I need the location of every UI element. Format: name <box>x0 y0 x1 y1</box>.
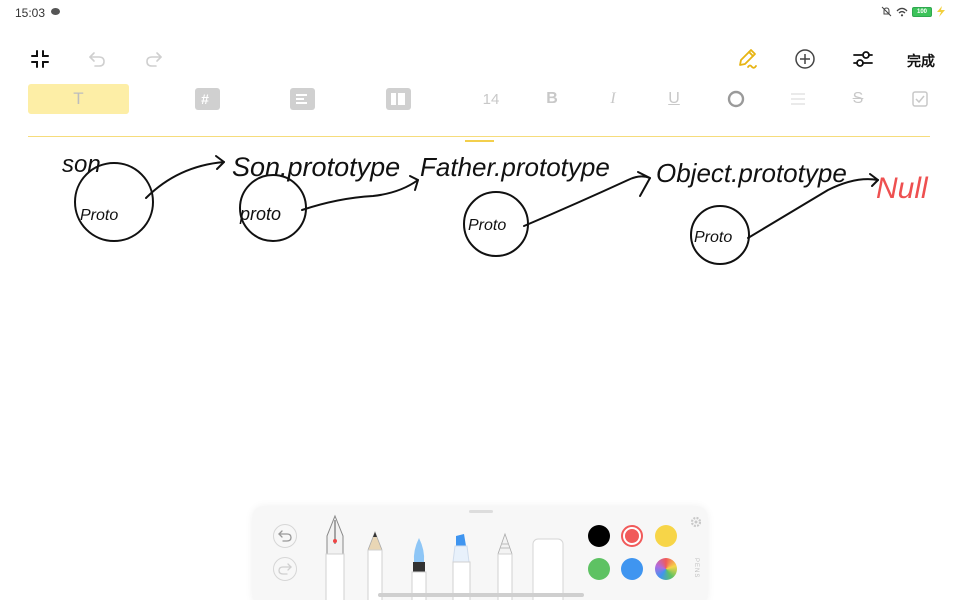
exit-fullscreen-button[interactable] <box>25 44 55 74</box>
pen-panel: PENS <box>252 506 708 600</box>
color-red-dot <box>625 529 639 543</box>
drawing-canvas[interactable]: son Proto Son.prototype proto Father.pro… <box>28 138 930 478</box>
handwriting-layer: son Proto Son.prototype proto Father.pro… <box>62 151 929 265</box>
settings-icon <box>853 51 873 67</box>
panel-settings-icon[interactable] <box>690 516 702 528</box>
settings-button[interactable] <box>848 44 878 74</box>
note-son-prototype: Son.prototype <box>232 152 400 182</box>
son-proto-circle <box>74 162 154 242</box>
panel-side-label: PENS <box>693 558 699 579</box>
color-black-swatch[interactable] <box>588 525 610 547</box>
pencil-tool[interactable] <box>364 530 386 600</box>
svg-text:#: # <box>201 91 209 107</box>
format-bar-divider <box>28 136 930 137</box>
home-indicator[interactable] <box>378 593 584 597</box>
bold-label: B <box>546 90 558 107</box>
hashtag-icon: # <box>195 88 220 110</box>
highlighter-tool[interactable] <box>450 532 474 600</box>
arrow-father-to-object <box>523 175 651 227</box>
hashtag-button[interactable]: # <box>193 84 223 114</box>
list-button[interactable] <box>288 84 318 114</box>
note-son-prototype-proto: proto <box>239 204 281 224</box>
undo-icon <box>89 52 105 67</box>
color-circle-icon <box>727 90 745 108</box>
color-picker-wheel[interactable] <box>655 558 677 580</box>
note-father-prototype: Father.prototype <box>420 152 610 182</box>
list-icon <box>290 88 315 110</box>
checkbox-icon <box>912 91 928 107</box>
ballpoint-tool[interactable] <box>494 532 516 600</box>
note-son-proto: Proto <box>80 207 118 224</box>
note-object-prototype: Object.prototype <box>656 158 847 188</box>
exit-fullscreen-icon <box>31 50 49 68</box>
undo-icon <box>278 530 292 542</box>
note-object-prototype-proto: Proto <box>694 229 732 246</box>
note-null: Null <box>876 172 929 205</box>
format-bar-indicator <box>465 140 494 142</box>
status-icons: 100 <box>881 6 946 17</box>
arrow-head-2 <box>409 175 419 191</box>
color-blue-swatch[interactable] <box>621 558 643 580</box>
arrow-son-to-son-prototype <box>145 161 225 199</box>
redo-button[interactable] <box>139 44 169 74</box>
template-button[interactable] <box>384 84 414 114</box>
text-mode-button[interactable]: T <box>28 84 129 114</box>
eraser-tool[interactable] <box>532 538 564 600</box>
pen-mode-button[interactable] <box>733 44 763 74</box>
battery-level: 100 <box>916 8 927 15</box>
wifi-icon <box>896 7 908 16</box>
color-green-swatch[interactable] <box>588 558 610 580</box>
checkbox-button[interactable] <box>908 84 932 114</box>
bold-button[interactable]: B <box>540 84 564 114</box>
status-time: 15:03 <box>15 6 46 20</box>
charging-icon <box>937 6 945 17</box>
add-icon <box>795 49 815 69</box>
battery-icon: 100 <box>912 6 932 17</box>
object-prototype-proto-circle <box>690 205 750 265</box>
redo-icon <box>146 52 162 67</box>
align-icon <box>791 93 805 105</box>
status-bar: 15:03 100 <box>0 0 960 26</box>
italic-button[interactable]: I <box>601 84 625 114</box>
color-yellow-swatch[interactable] <box>655 525 677 547</box>
strikethrough-button[interactable]: S <box>846 84 870 114</box>
panel-undo-button[interactable] <box>273 524 297 548</box>
done-button[interactable]: 完成 <box>907 53 935 69</box>
underline-button[interactable]: U <box>662 84 686 114</box>
font-size-button[interactable]: 14 <box>478 84 504 114</box>
template-icon <box>386 88 411 110</box>
arrow-object-to-null <box>747 178 879 239</box>
note-son: son <box>62 151 101 178</box>
arrow-head-1 <box>215 155 225 170</box>
message-icon <box>51 8 60 15</box>
pen-mode-icon <box>739 49 757 69</box>
font-size-value: 14 <box>482 90 500 108</box>
text-color-button[interactable] <box>724 84 748 114</box>
panel-redo-button[interactable] <box>273 557 297 581</box>
note-father-prototype-proto: Proto <box>468 217 506 234</box>
color-red-swatch-selected[interactable] <box>621 525 643 547</box>
align-button[interactable] <box>786 84 810 114</box>
text-mode-label: T <box>73 89 84 108</box>
brush-tool[interactable] <box>408 536 430 600</box>
format-bar: T # 14 B I U S <box>0 84 960 116</box>
redo-icon <box>278 563 292 575</box>
mute-icon <box>881 6 892 17</box>
undo-button[interactable] <box>82 44 112 74</box>
add-button[interactable] <box>790 44 820 74</box>
panel-grab-handle[interactable] <box>469 510 493 513</box>
arrow-son-prototype-to-father <box>301 179 419 211</box>
underline-label: U <box>668 90 680 107</box>
strikethrough-label: S <box>852 90 864 107</box>
arrow-head-3 <box>637 171 651 197</box>
italic-label: I <box>610 90 616 107</box>
fountain-pen-tool[interactable] <box>322 514 348 600</box>
top-toolbar: 完成 <box>0 44 960 76</box>
arrow-head-4 <box>869 173 879 187</box>
